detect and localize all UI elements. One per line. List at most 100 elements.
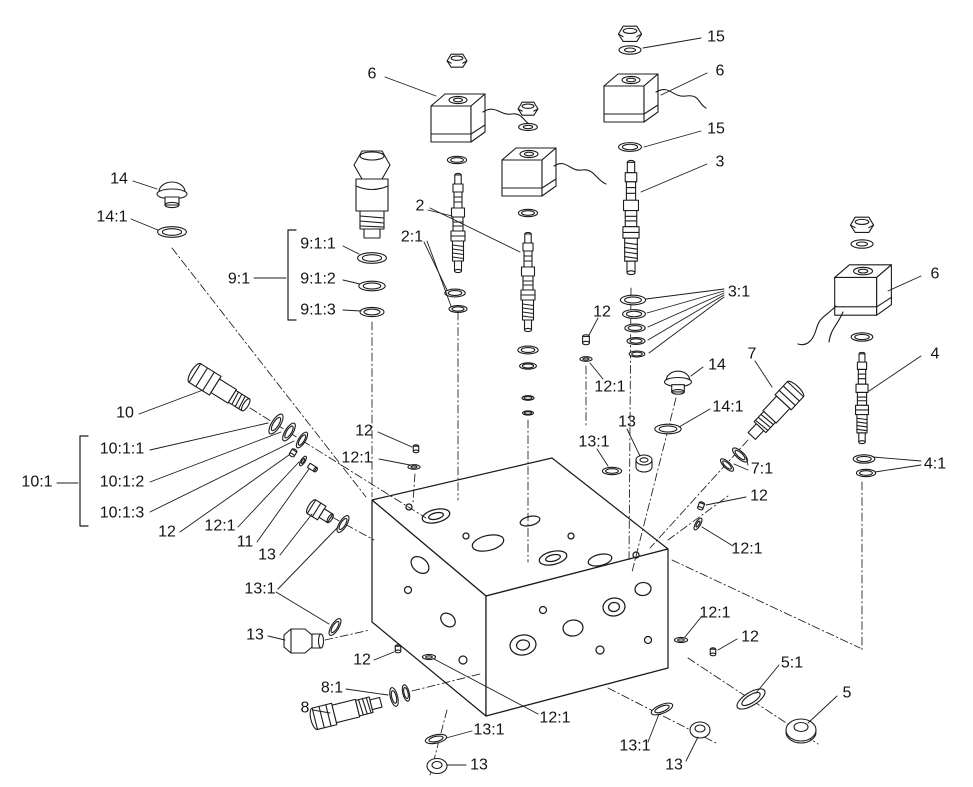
leader-line-10-1-2	[150, 432, 281, 482]
o-ring	[649, 700, 675, 718]
leader-line-12-1	[702, 527, 733, 546]
leader-line-6	[888, 276, 921, 291]
leader-line-13-1	[597, 449, 608, 466]
leader-line-8-1	[346, 689, 388, 695]
callout-10-1-1-22: 10:1:1	[100, 441, 145, 458]
callout-12-1-16: 12:1	[594, 379, 625, 396]
callout-11-28: 11	[237, 534, 254, 551]
leader-line-6	[385, 77, 436, 96]
leader-line-13	[627, 429, 640, 456]
leader-line-12-1	[590, 363, 603, 379]
callout-12-1-27: 12:1	[204, 518, 235, 535]
callout-13-31: 13	[246, 627, 264, 644]
coil-wire	[829, 312, 843, 342]
callout-13-1-36: 13:1	[473, 722, 504, 739]
callout-9-1-9: 9:1	[228, 271, 250, 288]
orifice-pin	[307, 463, 318, 472]
leader-line-12	[706, 497, 746, 505]
callout-10-1-3-25: 10:1:3	[100, 505, 145, 522]
valve-stem	[520, 231, 536, 333]
callout-15-0: 15	[707, 29, 725, 46]
callout-6-1: 6	[716, 63, 725, 80]
washer-large	[734, 685, 768, 713]
valve-stem	[855, 351, 869, 445]
callout-5-45: 5	[843, 685, 852, 702]
leader-line-14-1	[679, 409, 710, 427]
coil-wire	[798, 306, 836, 345]
hex-plug	[427, 759, 447, 774]
hex-nut	[446, 53, 468, 68]
cap-plug	[156, 181, 188, 209]
callout-13-1-30: 13:1	[244, 581, 275, 598]
leader-line-7-1	[746, 457, 748, 465]
o-ring	[618, 142, 642, 152]
leader-line-12-1	[379, 459, 410, 465]
hex-plug	[690, 722, 710, 738]
o-ring	[265, 411, 287, 437]
callout-12-1-49: 12:1	[341, 450, 372, 467]
leader-line-13	[268, 636, 285, 640]
leader-line-4-1	[875, 465, 921, 472]
callout-12-14: 12	[593, 304, 611, 321]
o-ring	[624, 323, 646, 333]
callout-9-1-2-11: 9:1:2	[300, 271, 336, 288]
leader-line-12	[718, 639, 737, 650]
solenoid-coil	[430, 93, 486, 143]
leader-line-13	[686, 737, 698, 761]
o-ring	[519, 362, 537, 370]
leader-line-13-1	[648, 714, 659, 742]
washer	[850, 239, 874, 249]
callout-labels-layer: 15661531414:122:19:19:1:19:1:29:1:33:112…	[21, 29, 946, 774]
leader-line-3-1	[648, 295, 724, 340]
washer	[674, 637, 688, 643]
o-ring	[279, 420, 299, 444]
valve-cartridge	[622, 159, 640, 276]
leader-line-5	[808, 696, 837, 723]
o-ring	[156, 226, 188, 238]
o-ring	[718, 456, 736, 474]
relief-valve	[308, 692, 383, 731]
set-screw	[582, 334, 590, 346]
leader-line-4	[869, 356, 921, 391]
leader-lines-layer	[57, 38, 921, 765]
leader-line-11	[257, 469, 309, 542]
leader-line-12	[378, 432, 412, 447]
o-ring	[521, 395, 535, 401]
callout-12-48: 12	[355, 423, 373, 440]
o-ring	[326, 616, 344, 638]
manifold-block	[372, 458, 668, 716]
leader-line-9-1-2	[343, 280, 360, 284]
o-ring	[850, 332, 874, 342]
leader-line-13-1	[446, 731, 472, 738]
o-ring	[293, 430, 311, 450]
callout-15-3: 15	[707, 121, 725, 138]
hex-plug	[636, 455, 652, 472]
callout-7-1-38: 7:1	[751, 461, 773, 478]
callout-8-1-33: 8:1	[321, 680, 343, 697]
o-ring	[654, 423, 682, 435]
callout-9-1-3-12: 9:1:3	[300, 302, 336, 319]
callout-2-1-8: 2:1	[401, 229, 423, 246]
cap-plug	[664, 370, 692, 395]
leader-line-12-1	[685, 616, 702, 637]
leader-line-7	[755, 361, 772, 387]
callout-10-1-23: 10:1	[21, 474, 52, 491]
washer	[518, 122, 538, 132]
leader-line-2-1	[427, 241, 451, 306]
set-screw	[394, 644, 402, 654]
callout-14-1-19: 14:1	[712, 399, 743, 416]
leader-line-8	[313, 710, 330, 713]
callout-6-2: 6	[368, 66, 377, 83]
o-ring	[517, 208, 539, 218]
callout-13-50: 13	[618, 414, 636, 431]
o-ring	[622, 309, 646, 319]
callout-5-1-44: 5:1	[781, 655, 803, 672]
o-ring	[358, 280, 386, 292]
leader-line-3-1	[646, 289, 724, 299]
leader-line-13	[280, 514, 312, 555]
callout-4-20: 4	[931, 346, 940, 363]
callout-3-4: 3	[716, 154, 725, 171]
leader-line-4-1	[873, 457, 921, 461]
